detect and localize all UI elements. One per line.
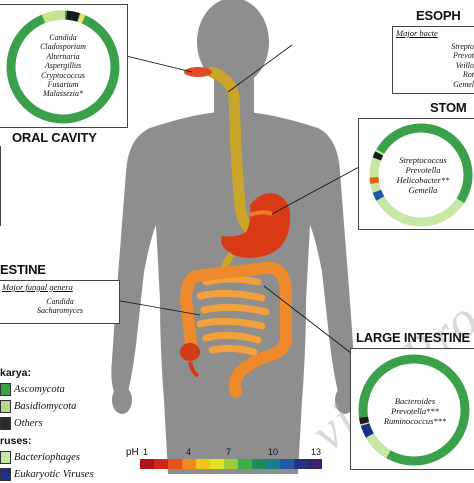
genus-label: Alternaria xyxy=(46,51,80,61)
ph-color-segment xyxy=(168,459,182,469)
genus-label: Malassezia* xyxy=(43,89,83,99)
large-intestine-ring xyxy=(358,354,470,466)
ph-color-segment xyxy=(238,459,252,469)
ph-color-bar xyxy=(140,459,322,469)
ph-color-segment xyxy=(196,459,210,469)
ph-color-segment xyxy=(224,459,238,469)
genus-label: Fusarium xyxy=(47,80,79,90)
large-intestine-organ xyxy=(180,261,292,398)
legend-swatch-others xyxy=(0,417,11,430)
ph-tick: 4 xyxy=(186,447,192,457)
genus-label: Bacteroides xyxy=(394,396,436,406)
legend-label: Others xyxy=(14,418,43,429)
genus-label: Candida xyxy=(49,33,77,42)
genus-label: Gemella xyxy=(408,185,438,195)
genus-label: Sacharomyces xyxy=(37,306,83,316)
small-intestine-organ xyxy=(196,275,270,356)
genus-label: Prevot xyxy=(452,51,474,61)
ph-tick: 7 xyxy=(226,447,232,457)
legend-swatch-bacteriophages xyxy=(0,451,11,464)
legend-label: Ascomycota xyxy=(14,384,65,395)
ph-tick: 13 xyxy=(311,447,322,457)
genus-label: Ruminococcus*** xyxy=(383,416,447,426)
large-intestine-title: LARGE INTESTINE xyxy=(356,330,471,345)
oral-genera-list: Candida Cladosporium Alternaria Aspergil… xyxy=(14,33,112,99)
ph-tick: 1 xyxy=(143,447,149,457)
oral-bracket-line xyxy=(0,146,1,226)
ph-label: pH xyxy=(126,447,139,458)
large-intestine-genera-list: Bacteroides Prevotella*** Ruminococcus**… xyxy=(370,396,460,426)
esophagus-panel xyxy=(392,26,474,94)
mouth-organ xyxy=(184,67,212,77)
legend-swatch-eukaryotic-viruses xyxy=(0,468,11,481)
ph-color-segment xyxy=(154,459,168,469)
small-intestine-subheading: Major fungal genera xyxy=(2,282,73,292)
ph-color-segment xyxy=(294,459,308,469)
genus-label: Prevotella xyxy=(405,165,441,175)
legend-swatch-basidiomycota xyxy=(0,400,11,413)
genus-label: Candida xyxy=(46,297,74,306)
small-intestine-title: ESTINE xyxy=(0,262,46,277)
ph-color-segment xyxy=(252,459,266,469)
large-intestine-panel xyxy=(350,348,474,470)
ph-color-segment xyxy=(210,459,224,469)
cecum-organ xyxy=(180,343,200,361)
genus-label: Helicobacter** xyxy=(396,175,450,185)
ph-color-segment xyxy=(140,459,154,469)
genus-label: Aspergillus xyxy=(44,61,82,71)
genus-label: Cryptococcus xyxy=(41,70,85,80)
legend-label: Eukaryotic Viruses xyxy=(14,469,94,480)
stomach-genera-list: Streptococcus Prevotella Helicobacter** … xyxy=(380,155,466,195)
stomach-ring xyxy=(369,123,473,227)
ph-color-segment xyxy=(308,459,322,469)
legend-swatch-ascomycota xyxy=(0,383,11,396)
genus-label: Streptococcus xyxy=(399,155,447,165)
oral-cavity-ring xyxy=(6,10,120,124)
genus-label: Veillo xyxy=(455,60,474,70)
legend-viruses-heading: ruses: xyxy=(0,434,32,447)
genus-label: Rot xyxy=(462,70,474,80)
genus-label: Strepto xyxy=(451,42,474,51)
genus-label: Gemel xyxy=(453,79,474,89)
legend: karya: Ascomycota Basidiomycota Others r… xyxy=(0,364,116,483)
legend-label: Basidiomycota xyxy=(14,401,77,412)
esophagus-subheading: Major bacte xyxy=(396,28,438,38)
small-intestine-genera-list: Candida Sacharomyces xyxy=(10,297,110,316)
ph-color-segment xyxy=(280,459,294,469)
ph-tick: 10 xyxy=(268,447,279,457)
oral-cavity-panel xyxy=(0,4,128,128)
legend-label: Bacteriophages xyxy=(14,452,80,463)
genus-label: Cladosporium xyxy=(40,42,86,52)
oral-cavity-title: ORAL CAVITY xyxy=(12,130,97,145)
small-intestine-panel xyxy=(0,280,120,324)
esophagus-title: ESOPH xyxy=(416,8,461,23)
ph-color-segment xyxy=(182,459,196,469)
ph-color-segment xyxy=(266,459,280,469)
esophagus-organ xyxy=(206,66,258,236)
stomach-title: STOM xyxy=(430,100,467,115)
genus-label: Prevotella*** xyxy=(391,406,439,416)
esophagus-genera-list: Strepto Prevot Veillo Rot Gemel xyxy=(430,42,474,89)
stomach-organ xyxy=(221,193,291,258)
legend-eukarya-heading: karya: xyxy=(0,366,31,379)
